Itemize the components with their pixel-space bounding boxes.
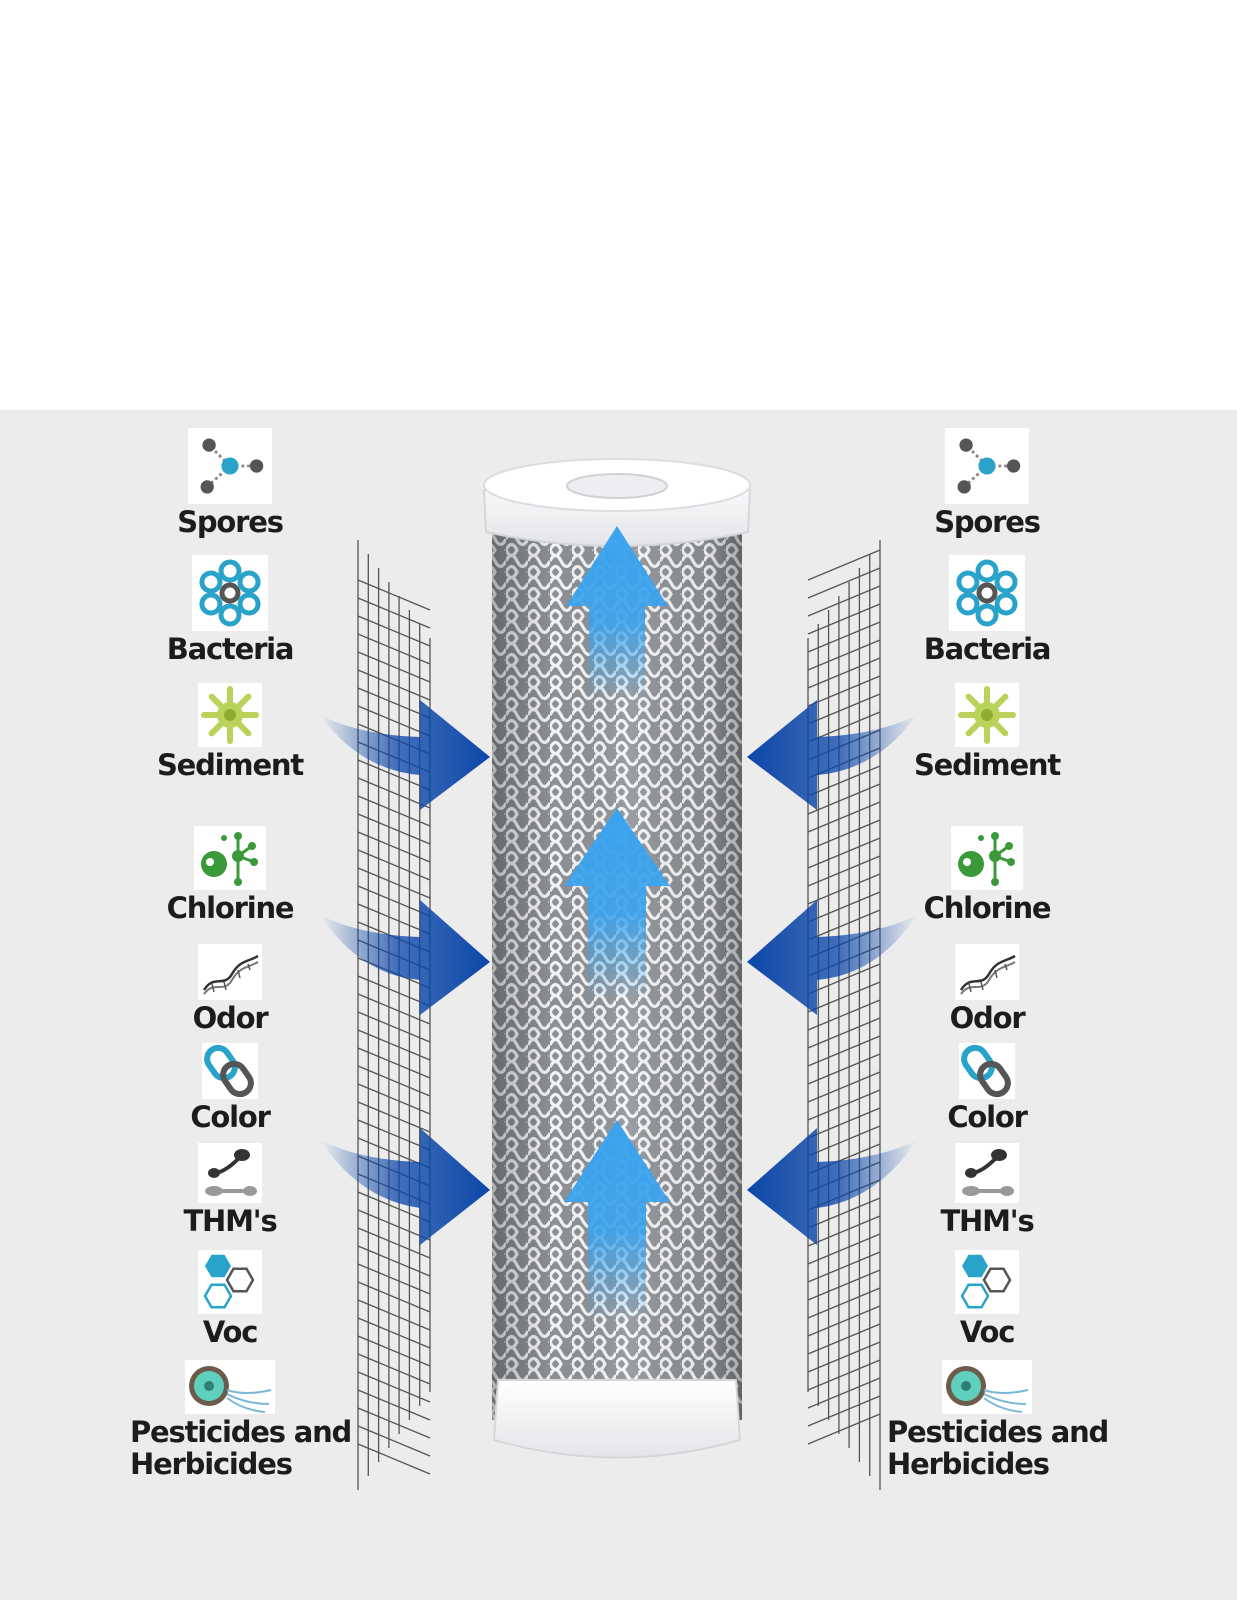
contaminant-label: THM's xyxy=(940,1204,1034,1238)
contaminant-label: Color xyxy=(190,1100,271,1134)
contaminant-label: Voc xyxy=(202,1315,259,1349)
contaminant-item: Sediment xyxy=(80,683,380,781)
chain-link-icon xyxy=(959,1043,1015,1099)
sediment-flake-icon xyxy=(198,683,262,747)
bacteria-ring-icon xyxy=(192,555,268,631)
contaminant-item: Spores xyxy=(837,428,1137,538)
up-arrow-top xyxy=(566,526,668,700)
odor-strand-icon xyxy=(198,944,262,1000)
contaminant-item: Color xyxy=(80,1043,380,1133)
contaminant-label: Pesticides and xyxy=(887,1415,1109,1449)
contaminant-item: THM's xyxy=(80,1143,380,1237)
contaminant-label: Bacteria xyxy=(923,632,1052,666)
contaminant-label: Chlorine xyxy=(166,891,295,925)
hexagon-icon xyxy=(955,1250,1019,1314)
contaminant-item: Bacteria xyxy=(80,555,380,665)
thm-droplets-icon xyxy=(955,1143,1019,1203)
hexagon-icon xyxy=(198,1250,262,1314)
chlorine-cluster-icon xyxy=(194,826,266,890)
contaminant-label: THM's xyxy=(183,1204,277,1238)
contaminant-item: THM's xyxy=(837,1143,1137,1237)
thm-droplets-icon xyxy=(198,1143,262,1203)
contaminant-item: Sediment xyxy=(837,683,1137,781)
contaminant-label: Spores xyxy=(934,505,1041,539)
contaminant-item: Chlorine xyxy=(80,826,380,924)
contaminant-label: Bacteria xyxy=(166,632,295,666)
chlorine-cluster-icon xyxy=(951,826,1023,890)
contaminant-label: Sediment xyxy=(156,748,304,782)
left-inflow-arrows xyxy=(320,700,490,1245)
contaminant-label: Odor xyxy=(192,1001,269,1035)
contaminant-item: Odor xyxy=(80,944,380,1034)
chain-link-icon xyxy=(202,1043,258,1099)
up-arrow-bottom xyxy=(564,1120,670,1320)
contaminant-item: Bacteria xyxy=(837,555,1137,665)
molecule-icon xyxy=(188,428,272,504)
upward-flow-arrows xyxy=(564,526,670,1320)
contaminant-label: Spores xyxy=(177,505,284,539)
contaminant-label: Odor xyxy=(949,1001,1026,1035)
contaminant-item: Voc xyxy=(837,1250,1137,1348)
contaminant-label: Pesticides and xyxy=(130,1415,352,1449)
contaminant-item: Odor xyxy=(837,944,1137,1034)
contaminant-label: Chlorine xyxy=(923,891,1052,925)
up-arrow-middle xyxy=(564,808,670,1000)
contaminant-label-line2: Herbicides xyxy=(130,1447,293,1481)
sediment-flake-icon xyxy=(955,683,1019,747)
contaminant-label: Sediment xyxy=(913,748,1061,782)
pesticide-cell-icon xyxy=(942,1360,1032,1414)
contaminant-label: Color xyxy=(947,1100,1028,1134)
bacteria-ring-icon xyxy=(949,555,1025,631)
contaminant-item: Spores xyxy=(80,428,380,538)
odor-strand-icon xyxy=(955,944,1019,1000)
contaminant-item: Color xyxy=(837,1043,1137,1133)
contaminant-label-line2: Herbicides xyxy=(887,1447,1050,1481)
pesticide-cell-icon xyxy=(185,1360,275,1414)
right-inflow-arrows xyxy=(747,700,917,1245)
top-blank-area xyxy=(0,0,1237,410)
contaminant-label: Voc xyxy=(959,1315,1016,1349)
contaminant-item: Voc xyxy=(80,1250,380,1348)
contaminant-item: Chlorine xyxy=(837,826,1137,924)
molecule-icon xyxy=(945,428,1029,504)
